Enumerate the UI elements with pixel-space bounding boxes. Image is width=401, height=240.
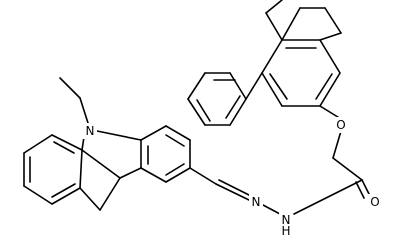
bond-line [23,185,53,205]
svg-text:H: H [281,224,290,238]
bond-line [225,95,241,119]
bond-line [261,72,283,107]
bond-line [51,187,81,205]
bond-line [140,125,167,141]
bond-line [229,72,247,100]
bond-line [196,99,211,122]
bond-line [79,187,101,211]
bond-line [355,181,365,199]
bond-line [269,73,288,100]
bond-line [96,130,142,141]
bond-line [324,7,342,34]
bond-line [245,72,263,100]
bond-line [165,167,191,183]
svg-text:N: N [86,124,95,138]
bond-line [81,136,85,151]
bond-line [319,72,341,107]
bond-line [261,39,283,74]
bond-line [119,167,142,179]
ether-oxygen-atom: O [334,117,348,133]
bond-line [293,179,363,215]
bond-line [361,179,371,197]
bond-line [140,167,167,183]
atom-labels: N N N H O O [83,117,382,239]
bond-line [165,134,185,147]
bond-line [165,125,191,141]
bond-line [218,179,252,197]
svg-text:N: N [252,195,261,209]
bond-line [59,77,81,99]
bond-line [315,73,333,100]
bond-line [23,134,53,154]
bond-line [332,130,342,159]
bond-line [165,163,185,176]
imine-nitrogen-atom: N [249,194,263,210]
bond-line [189,167,217,185]
bond-line [51,134,83,151]
amide-hydrogen-atom: H [279,224,293,239]
bond-line [215,183,250,201]
bond-line [51,183,76,198]
svg-text:N: N [282,213,291,227]
bond-line [319,39,341,74]
carbonyl-oxygen-atom: O [368,194,382,210]
bond-line [265,12,283,41]
bond-line [187,98,206,126]
bond-line [262,204,281,215]
svg-text:O: O [370,195,379,209]
bond-line [319,105,342,120]
bond-line [265,0,283,14]
bond-line [79,149,83,189]
bond-line [319,32,342,41]
bond-line [332,157,363,181]
bond-line [99,177,121,211]
bond-line [81,149,121,179]
carbazole-nitrogen-atom: N [83,123,97,139]
bonds [23,0,371,215]
bond-line [229,98,247,126]
bond-line [79,97,89,124]
svg-text:O: O [336,118,345,132]
bond-line [187,72,206,100]
bond-line [281,7,301,41]
bond-line [53,141,75,154]
